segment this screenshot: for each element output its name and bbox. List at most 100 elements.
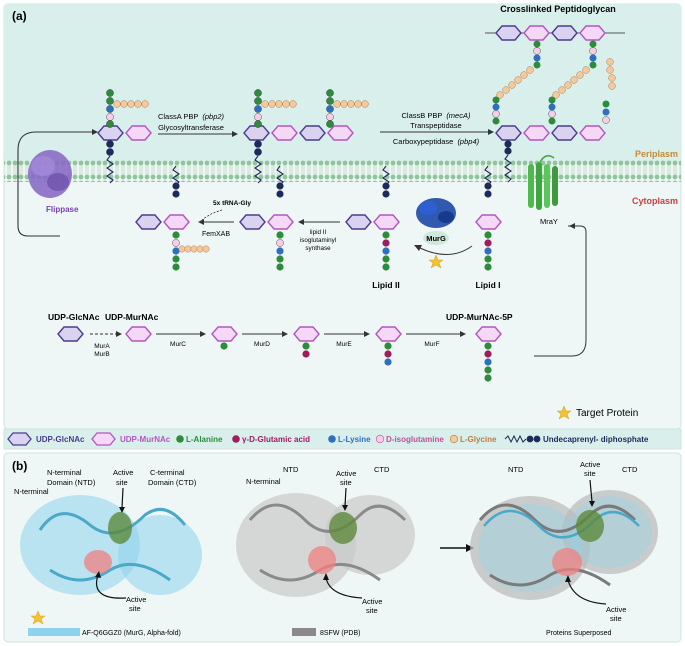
s3-ntd: NTD [508, 465, 524, 474]
meca-gene-label: (mecA) [446, 111, 471, 120]
murd-label: MurD [254, 341, 270, 348]
flippase-label: Flippase [46, 205, 79, 214]
udp-glcnac-label: UDP-GlcNAc [48, 312, 100, 322]
legend-isoglutamine: D-isoglutamine [386, 435, 444, 444]
target-protein-label: Target Protein [576, 408, 638, 419]
s2-active-b: Active [362, 597, 382, 606]
panel-a-label: (a) [12, 9, 27, 23]
legend-glcnac: UDP-GlcNAc [36, 435, 85, 444]
s3-active-b: Active [606, 605, 626, 614]
legend-alanine: L-Alanine [186, 435, 223, 444]
legend-undecaprenyl: Undecaprenyl- diphosphate [543, 435, 649, 444]
legend-murnac: UDP-MurNAc [120, 435, 171, 444]
lipid-i-label: Lipid I [475, 280, 500, 290]
mray-label: MraY [540, 217, 558, 226]
mura-label: MurA [94, 343, 110, 350]
lipid-syn-1: lipid II [310, 229, 327, 236]
flippase-protein [28, 150, 72, 198]
transpeptidase-label: Transpeptidase [410, 121, 461, 130]
pbp2-gene-label: (pbp2) [202, 112, 224, 121]
pbp4-gene-label: (pbp4) [457, 137, 479, 146]
carboxypeptidase-label: Carboxypeptidase [393, 137, 453, 146]
active-site-red-1 [84, 550, 112, 574]
flippase-arrow [17, 131, 92, 237]
s2-swatch [292, 628, 316, 636]
s2-caption: 8SFW (PDB) [320, 630, 360, 637]
legend-lysine: L-Lysine [338, 435, 371, 444]
periplasm-label: Periplasm [635, 149, 678, 159]
s2-site-b: site [366, 606, 378, 615]
active-site-green-1 [108, 512, 132, 544]
udp-murnac-label: UDP-MurNAc [105, 312, 159, 322]
s3-ctd: CTD [622, 465, 638, 474]
s1-cterm2: Domain (CTD) [148, 478, 197, 487]
legend: UDP-GlcNAc UDP-MurNAc L-Alanine γ-D-Glut… [3, 428, 682, 450]
s3-site-b: site [610, 614, 622, 623]
active-site-red-2 [308, 546, 336, 574]
s1-nterminal: N-terminal [14, 487, 49, 496]
s1-nterm-domain: N-terminal [47, 468, 82, 477]
mray-protein [528, 155, 558, 210]
panel-b: (b) N-terminal Domain (NTD) N-terminal A… [3, 452, 682, 643]
udp-murnac-hex [125, 326, 152, 342]
membrane [4, 160, 681, 182]
s1-site: site [116, 478, 128, 487]
murf-label: MurF [424, 341, 439, 348]
s2-nterminal: N-terminal [246, 477, 281, 486]
femxab-label: FemXAB [202, 231, 230, 238]
udp-glcnac-hex [57, 326, 84, 342]
s1-site-b: site [129, 604, 141, 613]
s3-caption: Proteins Superposed [546, 630, 611, 637]
legend-glycine: L-Glycine [460, 435, 497, 444]
s1-active: Active [113, 468, 133, 477]
target-protein-star-icon [556, 405, 572, 420]
structure-pdb [236, 493, 415, 597]
lipid-ii-isogln-molecule [239, 165, 294, 271]
murg-protein [416, 198, 456, 245]
active-site-red-3 [552, 548, 582, 576]
udp-murnac-5p-label: UDP-MurNAc-5P [446, 312, 513, 322]
periplasm-lipid-1 [97, 89, 152, 184]
crosslinked-title: Crosslinked Peptidoglycan [500, 4, 616, 14]
svg-text:Carboxypeptidase (pbp4): Carboxypeptidase (pbp4) [393, 137, 480, 146]
meca-class-label: ClassB PBP [402, 111, 443, 120]
s2-ctd: CTD [374, 465, 390, 474]
panel-a: (a) Crosslinked Peptidoglycan Periplasm … [3, 3, 682, 430]
lipid-ii-label: Lipid II [372, 280, 399, 290]
glycosyltransferase-label: Glycosyltransferase [158, 123, 224, 132]
active-site-green-3 [576, 510, 604, 542]
s2-active: Active [336, 469, 356, 478]
lipid-ii-gly-molecule [135, 165, 210, 271]
s1-star-icon [30, 610, 46, 625]
trna-gly-label: 5x tRNA-Gly [213, 200, 251, 207]
s2-ntd: NTD [283, 465, 299, 474]
svg-text:ClassB PBP (mecA): ClassB PBP (mecA) [402, 111, 471, 120]
s1-nterm-domain2: Domain (NTD) [47, 478, 96, 487]
mure-label: MurE [336, 341, 352, 348]
s1-active-b: Active [126, 595, 146, 604]
periplasm-region [4, 4, 681, 162]
s3-active: Active [580, 460, 600, 469]
periplasm-lipid-2 [243, 89, 369, 184]
lipid-i-molecule [475, 165, 502, 271]
pbp2-class-label: ClassA PBP [158, 112, 198, 121]
target-star-icon [428, 254, 444, 269]
lipid-syn-3: synthase [305, 245, 331, 252]
s3-site: site [584, 469, 596, 478]
murb-label: MurB [94, 351, 110, 358]
structure-alphafold [20, 495, 202, 595]
lipid-syn-2: isoglutaminyl [300, 237, 336, 244]
active-site-green-2 [329, 512, 357, 544]
cytoplasm-label: Cytoplasm [632, 196, 678, 206]
svg-text:ClassA PBP (pbp2): ClassA PBP (pbp2) [158, 112, 225, 121]
panel-b-label: (b) [12, 459, 27, 473]
murg-label: MurG [426, 234, 446, 243]
murc-label: MurC [170, 341, 186, 348]
lipid-ii-molecule [345, 165, 400, 271]
crosslinked-peptidoglycan [485, 25, 625, 183]
s1-swatch [28, 628, 80, 636]
s2-site: site [340, 478, 352, 487]
legend-glutamic: γ-D-Glutamic acid [242, 435, 310, 444]
